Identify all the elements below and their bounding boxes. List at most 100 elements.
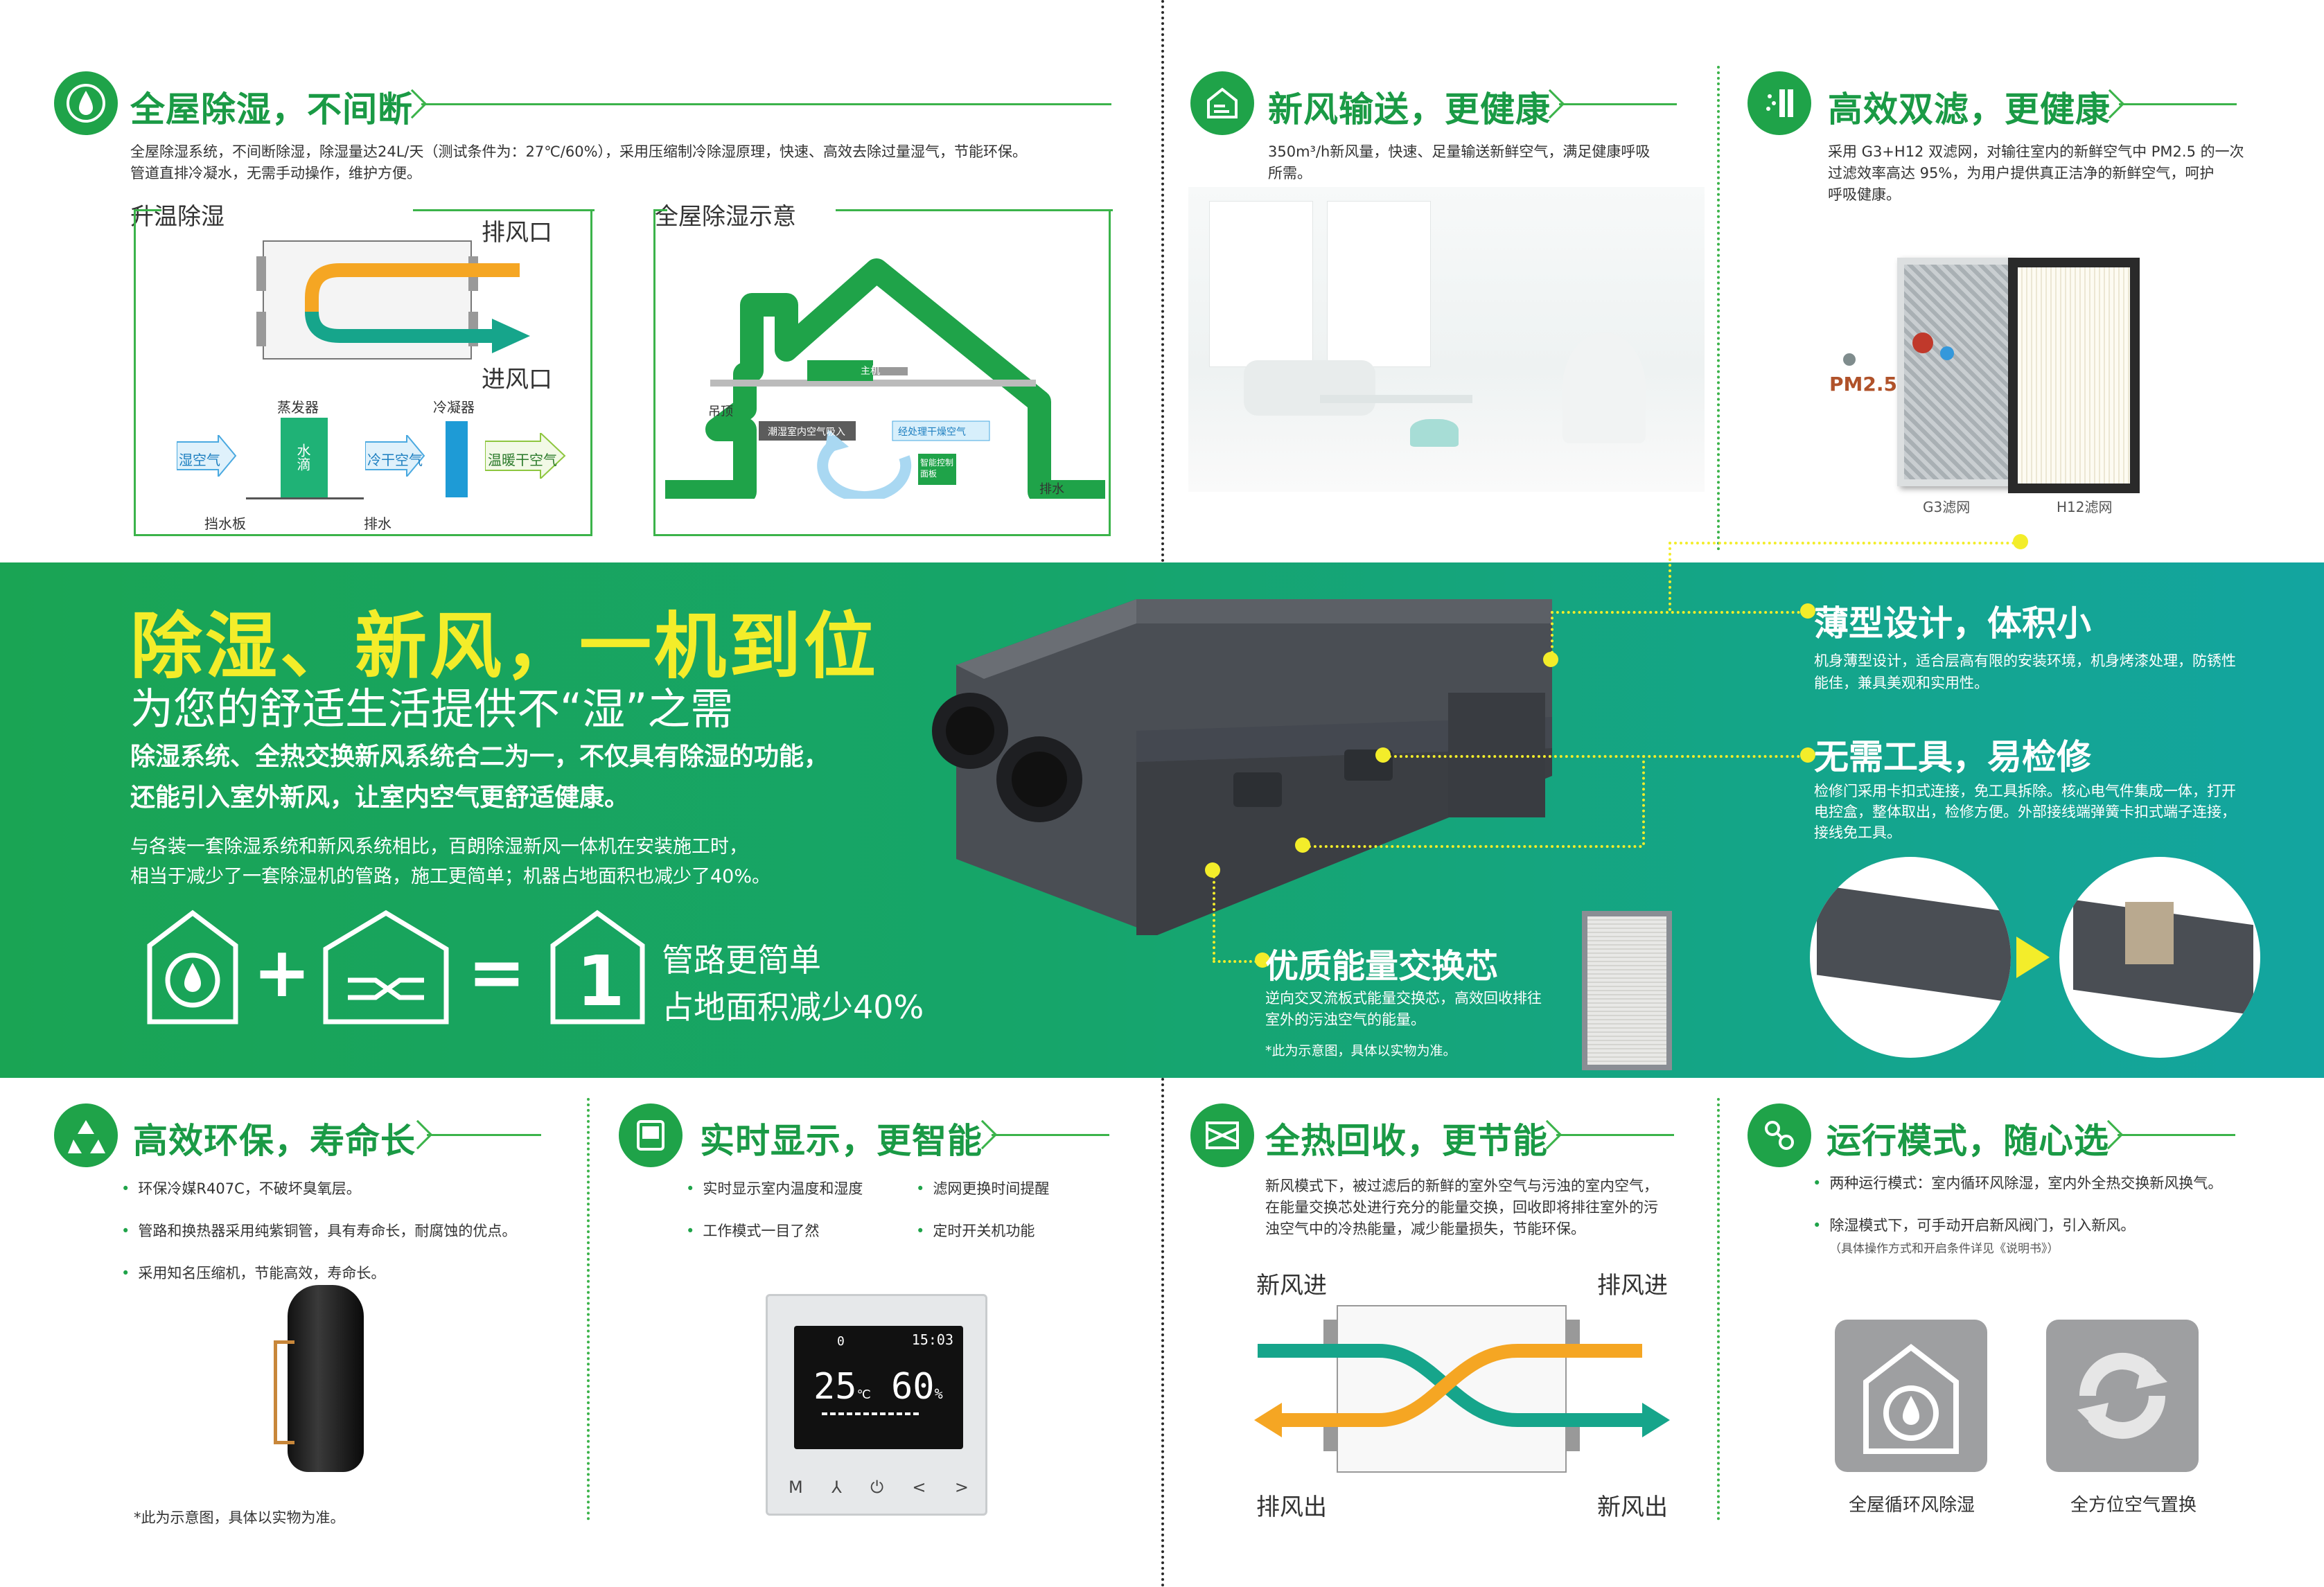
disclaimer-note: *此为示意图，具体以实物为准。 bbox=[134, 1509, 345, 1526]
mode-label-dehumidify: 全屋循环风除湿 bbox=[1849, 1495, 1975, 1516]
water-drop-icon bbox=[54, 71, 118, 135]
g3-label: G3滤网 bbox=[1923, 499, 1971, 515]
panel-buttons: M ⅄ ⏻ < > bbox=[789, 1478, 969, 1497]
bullet-item: 采用知名压缩机，节能高效，寿命长。 bbox=[121, 1262, 385, 1283]
h12-filter-image bbox=[2008, 258, 2140, 493]
intake-label: 进风口 bbox=[482, 366, 552, 393]
section-title: 高效双滤，更健康 bbox=[1828, 89, 2111, 130]
dehumidify-diagram bbox=[134, 209, 595, 536]
mode-tile-air-exchange[interactable] bbox=[2046, 1320, 2199, 1472]
power-button[interactable]: ⏻ bbox=[870, 1478, 884, 1497]
bullet-item: 管路和换热器采用纯紫铜管，具有寿命长，耐腐蚀的优点。 bbox=[121, 1220, 516, 1241]
control-panel-device: 15:03 0 25℃ 60% M ⅄ ⏻ < > bbox=[766, 1294, 987, 1516]
manual-note: （具体操作方式和开启条件详见《说明书》） bbox=[1829, 1242, 2059, 1256]
evaporator-label: 蒸发器 bbox=[277, 399, 319, 416]
feature-title: 优质能量交换芯 bbox=[1265, 947, 1499, 986]
plus-sign: + bbox=[253, 932, 311, 1013]
pm25-label: PM2.5 bbox=[1829, 373, 1897, 396]
section-title: 全热回收，更节能 bbox=[1265, 1121, 1548, 1161]
one-numeral: 1 bbox=[576, 941, 625, 1022]
equals-sign: = bbox=[468, 932, 526, 1013]
feature-title: 薄型设计，体积小 bbox=[1814, 603, 2091, 644]
product-unit-image bbox=[928, 596, 1760, 956]
recycle-icon bbox=[54, 1103, 118, 1167]
section-desc: 采用 G3+H12 双滤网，对输往室内的新鲜空气中 PM2.5 的一次过滤效率高… bbox=[1828, 143, 2244, 203]
detail-circle-open bbox=[2059, 857, 2260, 1058]
ceiling-label: 吊顶 bbox=[708, 405, 733, 419]
bullet-item: 工作模式一目了然 bbox=[686, 1220, 819, 1241]
water-label: 水滴 bbox=[294, 443, 311, 471]
wet-air-label: 湿空气 bbox=[179, 452, 220, 468]
dehumidify-house-icon bbox=[147, 910, 238, 1025]
panel-humidity: 60% bbox=[891, 1366, 943, 1408]
mode-tile-dehumidify[interactable] bbox=[1835, 1320, 1987, 1472]
display-icon bbox=[619, 1103, 683, 1167]
prev-button[interactable]: < bbox=[912, 1478, 926, 1497]
next-button[interactable]: > bbox=[954, 1478, 969, 1497]
control-panel-label: 智能控制面板 bbox=[920, 458, 954, 479]
hero-bold-1: 除湿系统、全热交换新风系统合二为一，不仅具有除湿的功能， bbox=[130, 743, 829, 771]
mode-switch-icon bbox=[1748, 1103, 1811, 1167]
section-desc: 新风模式下，被过滤后的新鲜的室外空气与污浊的室内空气，在能量交换芯处进行充分的能… bbox=[1265, 1178, 1658, 1237]
fresh-air-in-label: 新风进 bbox=[1256, 1272, 1327, 1300]
diagram-title: 全屋除湿示意 bbox=[655, 203, 796, 231]
bullet-item: 滤网更换时间提醒 bbox=[916, 1178, 1049, 1198]
fresh-air-exchange-icon bbox=[323, 910, 449, 1025]
panel-screen: 15:03 0 25℃ 60% bbox=[794, 1326, 963, 1449]
section-title: 运行模式，随心选 bbox=[1826, 1121, 2109, 1161]
g3-filter-image bbox=[1897, 258, 2015, 486]
cold-dry-air-label: 冷干空气 bbox=[367, 452, 423, 468]
living-room-image bbox=[1188, 187, 1705, 492]
h12-label: H12滤网 bbox=[2057, 499, 2113, 515]
feature-desc: 机身薄型设计，适合层高有限的安装环境，机身烤漆处理，防锈性能佳，兼具美观和实用性… bbox=[1814, 653, 2236, 691]
hero-bold-2: 还能引入室外新风，让室内空气更舒适健康。 bbox=[130, 783, 630, 812]
panel-time: 15:03 bbox=[911, 1331, 953, 1348]
fan-button[interactable]: ⅄ bbox=[831, 1478, 842, 1497]
hero-para-1: 与各装一套除湿系统和新风系统相比，百朗除湿新风一体机在安装施工时， bbox=[130, 836, 748, 858]
diagram-title: 升温除湿 bbox=[130, 203, 225, 231]
feature-desc: 检修门采用卡扣式连接，免工具拆除。核心电气件集成一体，打开电控盒，整体取出，检修… bbox=[1814, 783, 2236, 841]
exhaust-out-label: 排风出 bbox=[1256, 1493, 1327, 1521]
benefit-2: 占地面积减少40% bbox=[662, 988, 924, 1026]
bullet-item: 环保冷媒R407C，不破坏臭氧层。 bbox=[121, 1178, 360, 1198]
section-desc: 全屋除湿系统，不间断除湿，除湿量达24L/天（测试条件为：27℃/60%），采用… bbox=[130, 143, 1028, 181]
dry-output-label: 经处理干燥空气 bbox=[898, 427, 966, 438]
fresh-air-out-label: 新风出 bbox=[1597, 1493, 1668, 1521]
compressor-image bbox=[274, 1285, 371, 1486]
wet-intake-label: 潮湿室内空气吸入 bbox=[768, 427, 845, 438]
filter-icon bbox=[1748, 71, 1811, 135]
detail-circle-closed bbox=[1810, 857, 2011, 1058]
exhaust-in-label: 排风进 bbox=[1597, 1272, 1668, 1300]
hero-headline: 除湿、新风，一机到位 bbox=[130, 604, 879, 689]
drain-label: 排水 bbox=[1039, 482, 1064, 497]
heat-exchange-icon bbox=[1190, 1103, 1254, 1167]
section-title: 全屋除湿，不间断 bbox=[130, 89, 413, 130]
benefit-1: 管路更简单 bbox=[662, 941, 821, 979]
bullet-item: 实时显示室内温度和湿度 bbox=[686, 1178, 863, 1198]
warm-dry-air-label: 温暖干空气 bbox=[488, 452, 557, 468]
condenser-label: 冷凝器 bbox=[433, 399, 475, 416]
feature-note: *此为示意图，具体以实物为准。 bbox=[1265, 1043, 1456, 1058]
host-label: 主机 bbox=[861, 366, 880, 377]
section-title: 新风输送，更健康 bbox=[1268, 89, 1551, 130]
hero-para-2: 相当于减少了一套除湿机的管路，施工更简单；机器占地面积也减少了40%。 bbox=[130, 866, 771, 887]
bullet-item: 除湿模式下，可手动开启新风阀门，引入新风。 bbox=[1813, 1214, 2135, 1235]
exhaust-label: 排风口 bbox=[482, 219, 552, 247]
feature-title: 无需工具，易检修 bbox=[1814, 737, 2091, 777]
whole-house-diagram bbox=[653, 209, 1113, 536]
section-desc: 350m³/h新风量，快速、足量输送新鲜空气，满足健康呼吸所需。 bbox=[1268, 143, 1650, 181]
mode-button[interactable]: M bbox=[789, 1478, 803, 1497]
mode-label-air-exchange: 全方位空气置换 bbox=[2070, 1495, 2197, 1516]
energy-core-image bbox=[1582, 911, 1672, 1070]
baffle-label: 挡水板 bbox=[204, 515, 246, 532]
hero-subheadline: 为您的舒适生活提供不“湿”之需 bbox=[130, 684, 734, 734]
exchange-diagram bbox=[1254, 1305, 1670, 1473]
section-title: 实时显示，更智能 bbox=[700, 1121, 983, 1161]
fresh-air-house-icon bbox=[1190, 71, 1254, 135]
section-title: 高效环保，寿命长 bbox=[133, 1121, 416, 1161]
one-machine-icon bbox=[550, 910, 645, 1025]
panel-temp: 25℃ bbox=[813, 1366, 871, 1408]
drain-label: 排水 bbox=[364, 515, 391, 532]
bullet-item: 定时开关机功能 bbox=[916, 1220, 1035, 1241]
feature-desc: 逆向交叉流板式能量交换芯，高效回收排往室外的污浊空气的能量。 bbox=[1265, 990, 1542, 1028]
